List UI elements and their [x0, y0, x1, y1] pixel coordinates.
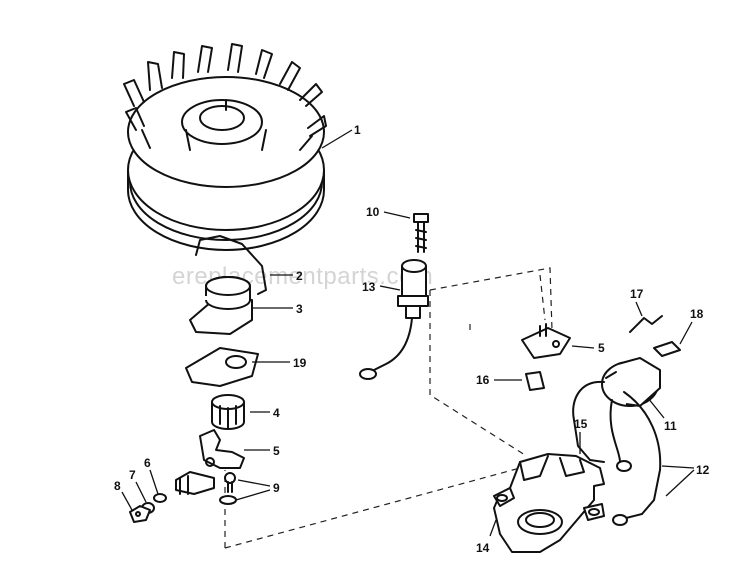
callout-2: 2	[296, 269, 303, 283]
point-assembly-part	[129, 471, 215, 523]
callout-1: 1	[354, 123, 361, 137]
callout-3: 3	[296, 302, 303, 316]
callout-labels: 1 2 3 19 4 5 9 6 7 8 10 13 5 16 17 18 11…	[114, 123, 710, 555]
ignition-coil-part	[572, 357, 661, 472]
breaker-arm-part	[199, 429, 245, 469]
callout-5-right: 5	[598, 341, 605, 355]
callout-17: 17	[630, 287, 644, 301]
callout-8: 8	[114, 479, 121, 493]
felt-pad-part	[525, 371, 545, 391]
wire-clip-part	[629, 315, 663, 333]
callout-13: 13	[362, 280, 376, 294]
callout-19: 19	[293, 356, 307, 370]
callout-18: 18	[690, 307, 704, 321]
leader-14	[489, 519, 497, 537]
callout-14: 14	[476, 541, 490, 555]
leader-9	[235, 479, 271, 501]
callout-4: 4	[273, 406, 280, 420]
washer-plate-part	[185, 347, 259, 387]
flywheel-part	[123, 43, 327, 251]
condenser-part	[359, 259, 429, 380]
leader-13	[379, 285, 401, 291]
leader-18	[679, 321, 693, 345]
condenser-screw-part	[413, 213, 429, 253]
callout-15: 15	[574, 417, 588, 431]
leader-12	[661, 465, 695, 497]
spring-clip-part	[195, 235, 267, 295]
callout-16: 16	[476, 373, 490, 387]
callout-11: 11	[664, 419, 677, 433]
leader-10	[383, 211, 411, 219]
small-plate-part	[653, 341, 681, 357]
screw-washer-part	[219, 472, 237, 505]
bushing-part	[211, 394, 245, 430]
key-plate-part	[189, 276, 253, 335]
leader-1	[321, 129, 353, 149]
leader-5b	[571, 345, 595, 349]
breaker-bracket-part	[521, 323, 571, 359]
assembly-guide-lines	[224, 267, 553, 549]
leader-7	[135, 481, 147, 503]
coil-wires-part	[612, 391, 662, 526]
leader-17	[635, 301, 643, 317]
callout-6: 6	[144, 456, 151, 470]
leader-6	[149, 469, 159, 495]
leader-11	[647, 397, 665, 419]
callout-10: 10	[366, 205, 380, 219]
callout-5-left: 5	[273, 444, 280, 458]
leader-8	[121, 491, 133, 511]
callout-12: 12	[696, 463, 710, 477]
callout-9: 9	[273, 481, 280, 495]
callout-7: 7	[129, 468, 136, 482]
mounting-plate-part	[493, 453, 605, 553]
